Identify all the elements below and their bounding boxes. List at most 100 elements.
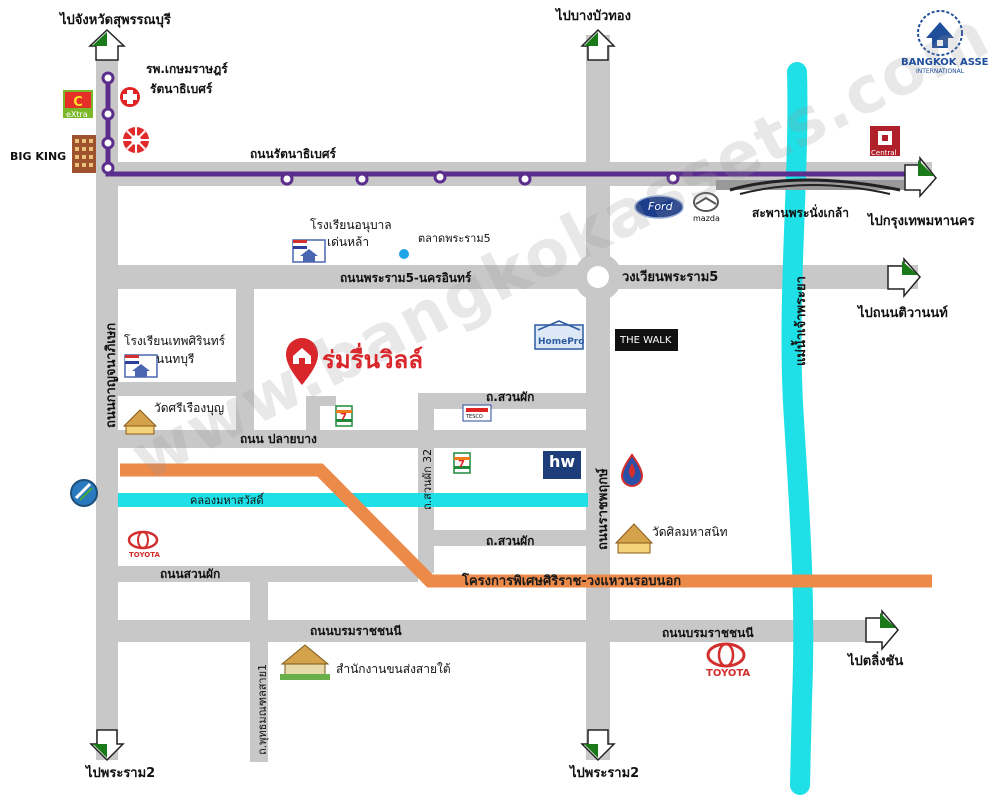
station xyxy=(101,136,115,150)
road-ratchaphruek xyxy=(586,35,610,760)
temple-sri-rueang-icon xyxy=(122,409,158,435)
station xyxy=(518,172,532,186)
office-logo-icon xyxy=(70,479,98,507)
direction-taling-chan: ไปตลิ่งชัน xyxy=(848,654,904,669)
station xyxy=(101,107,115,121)
road-plai-bang xyxy=(118,430,588,448)
place-market-rama5: ตลาดพระราม5 xyxy=(418,232,491,245)
ptt-station-icon xyxy=(620,453,644,487)
place-school-anuban-line2: เด่นหล้า xyxy=(327,235,370,249)
mazda-logo-icon xyxy=(693,192,719,212)
road-suan-phak-2 xyxy=(430,530,588,546)
direction-bangbuathong: ไปบางบัวทอง xyxy=(556,9,631,24)
place-homeworks: hw xyxy=(549,452,576,471)
toyota-logo-icon xyxy=(127,530,159,550)
market-dot-icon xyxy=(399,249,409,259)
road-label-suan-phak-2: ถ.สวนผัก xyxy=(486,534,535,548)
seven-eleven-icon xyxy=(335,405,353,427)
place-hospital-line2: รัตนาธิเบศร์ xyxy=(150,82,213,96)
special-project-road xyxy=(120,463,932,588)
place-homepro: HomePro xyxy=(538,337,585,347)
place-school-thep-line2: นนทบุรี xyxy=(156,352,195,366)
road-borommaratchachonnani xyxy=(118,620,878,642)
school-thep-icon xyxy=(124,354,158,378)
place-hospital: รพ.เกษมราษฎร์ xyxy=(146,62,228,76)
road-kanchanaphisek xyxy=(96,60,118,760)
big-c-logo-icon: C xyxy=(63,90,93,118)
central-logo-icon xyxy=(870,126,900,156)
direction-tiwanon: ไปถนนติวานนท์ xyxy=(858,306,948,321)
road-label-phutthamonthon: ถ.พุทธมณฑลสาย1 xyxy=(256,663,269,755)
temple-silama-icon xyxy=(614,523,654,554)
ford-logo-icon xyxy=(634,195,684,219)
canal-label-mahasawat: คลองมหาสวัสดิ์ xyxy=(190,494,264,507)
bangkok-asset-logo-icon xyxy=(917,10,963,56)
place-toyota-left: TOYOTA xyxy=(129,551,160,559)
place-big-c: eXtra xyxy=(66,110,88,119)
station xyxy=(666,171,680,185)
central-star-logo-icon xyxy=(123,127,149,153)
svg-text:C: C xyxy=(73,95,83,110)
place-toyota-right: TOYOTA xyxy=(706,668,751,679)
station xyxy=(280,172,294,186)
arrow-down-rama2-left-icon xyxy=(89,729,125,762)
school-anuban-icon xyxy=(292,239,326,263)
place-school-thep: โรงเรียนเทพศิรินทร์ xyxy=(124,334,226,348)
the-walk-logo-icon xyxy=(615,329,678,351)
station xyxy=(355,172,369,186)
place-transport-office: สำนักงานขนส่งสายใต้ xyxy=(336,662,451,676)
direction-rama2-left: ไปพระราม2 xyxy=(86,766,156,781)
big-king-building-icon xyxy=(72,135,96,173)
direction-rama2-right: ไปพระราม2 xyxy=(570,766,640,781)
direction-suphanburi: ไปจังหวัดสุพรรณบุรี xyxy=(60,13,171,28)
road-label-borommaratchachonnani-right: ถนนบรมราชชนนี xyxy=(662,626,754,640)
road-phutthamonthon xyxy=(250,582,268,762)
road-label-plai-bang: ถนน ปลายบาง xyxy=(240,432,317,446)
homepro-logo-icon xyxy=(534,320,584,350)
seven-eleven-icon xyxy=(453,452,471,474)
road-suan-phak-1 xyxy=(418,393,588,409)
homeworks-logo-icon xyxy=(543,451,581,479)
place-the-walk: THE WALK xyxy=(620,335,672,346)
place-big-king: BIG KING xyxy=(10,150,67,163)
arrow-up-suphanburi-icon xyxy=(88,28,126,61)
arrow-right-bangkok-icon xyxy=(904,155,937,198)
place-seven-1: 7 xyxy=(340,412,347,423)
hospital-icon xyxy=(120,87,140,107)
brand-sub: INTERNATIONAL xyxy=(916,68,965,75)
road-label-borommaratchachonnani-left: ถนนบรมราชชนนี xyxy=(310,624,402,638)
road-suan-phak-32 xyxy=(418,393,434,573)
station xyxy=(101,71,115,85)
project-name: ร่มรื่นวิลล์ xyxy=(322,346,423,374)
road-label-rama5-nakhonin: ถนนพระราม5-นครอินทร์ xyxy=(340,271,472,285)
road-label-special-project: โครงการพิเศษศิริราช-วงแหวนรอบนอก xyxy=(462,574,682,589)
transport-office-icon xyxy=(280,644,330,680)
road-soi-b xyxy=(118,382,236,396)
purple-line-stations xyxy=(101,71,680,186)
bridge-label: สะพานพระนั่งเกล้า xyxy=(752,206,849,220)
place-tesco: TESCO xyxy=(466,414,483,420)
direction-arrows xyxy=(88,28,937,762)
station xyxy=(101,161,115,175)
arrow-right-talingchan-icon xyxy=(865,608,899,652)
road-label-kanchanaphisek: ถนนกาญจนาภิเษก xyxy=(104,322,119,428)
road-label-suan-phak-main: ถนนสวนผัก xyxy=(160,567,221,581)
station xyxy=(433,170,447,184)
road-label-circle-rama5: วงเวียนพระราม5 xyxy=(622,270,719,285)
place-central: Central xyxy=(871,149,897,157)
project-pin-icon xyxy=(286,338,318,385)
road-suan-phak-main xyxy=(118,566,418,582)
road-soi-a xyxy=(236,289,254,430)
road-label-suan-phak-32: ถ.สวนผัก 32 xyxy=(421,448,434,510)
road-label-rattanathibet: ถนนรัตนาธิเบศร์ xyxy=(250,147,336,161)
road-label-ratchaphruek: ถนนราชพฤกษ์ xyxy=(596,468,611,550)
place-wat-sri-rueang: วัดศรีเรืองบุญ xyxy=(154,401,225,415)
toyota-logo-icon xyxy=(706,642,746,668)
place-mazda: mazda xyxy=(693,214,720,223)
brand-name: BANGKOK ASSET xyxy=(901,57,988,68)
place-ford: Ford xyxy=(648,200,673,213)
road-project-soi2 xyxy=(306,396,336,406)
arrow-up-bangbuathong-icon xyxy=(580,28,616,61)
river-label-chao-phraya: แม่น้ำเจ้าพระยา xyxy=(794,276,809,366)
